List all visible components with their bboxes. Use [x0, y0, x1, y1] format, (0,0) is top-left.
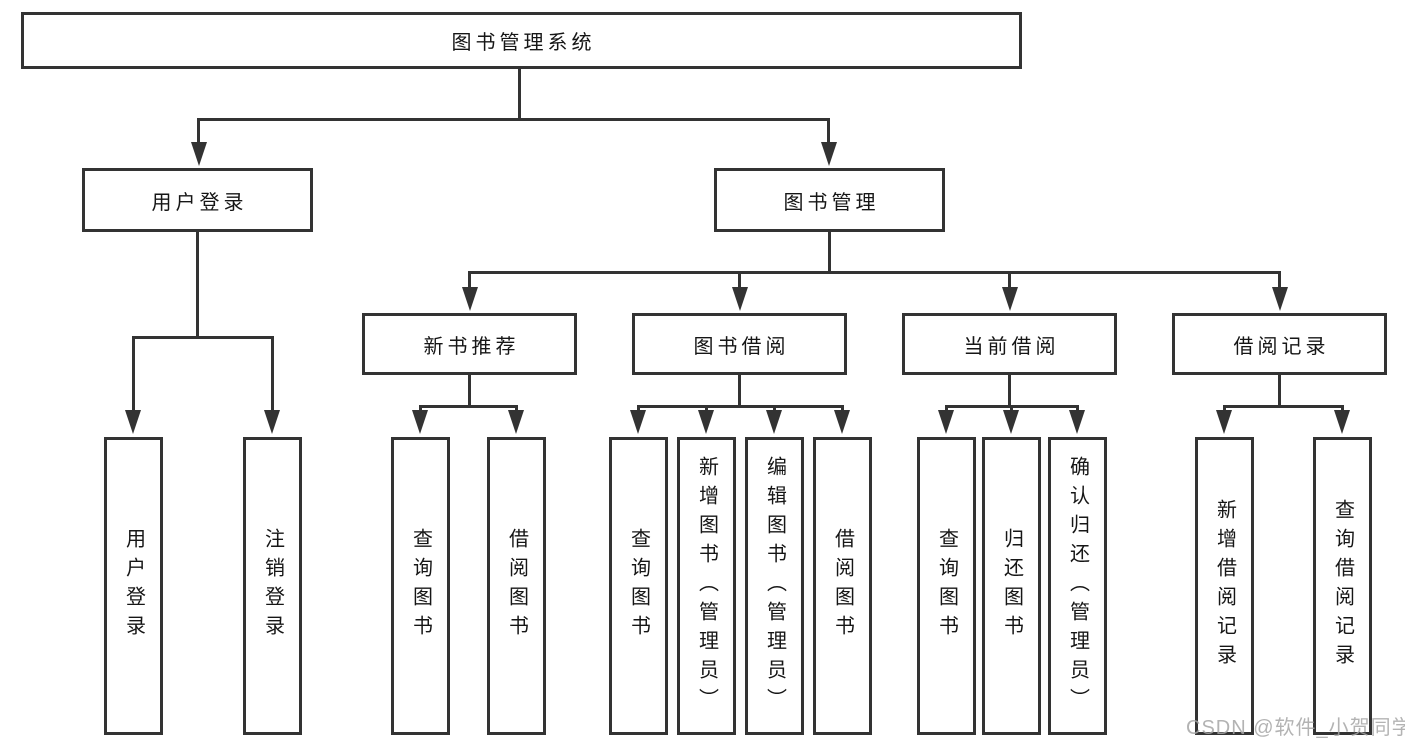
arrow-to-leaf: [1069, 410, 1085, 434]
node-book-mgmt-label: 图书管理: [783, 191, 880, 214]
node-book-borrow: 图书借阅: [632, 313, 847, 375]
connector-current-borrow-drop: [1008, 271, 1011, 290]
connector-borrow-records-drop: [1278, 271, 1281, 290]
arrow-to-leaf: [508, 410, 524, 434]
connector-drop: [705, 405, 708, 412]
connector-level1-rail: [197, 118, 830, 121]
leaf-user-login-label: 用户登录: [122, 528, 145, 644]
connector-drop: [515, 405, 518, 412]
node-root-label: 图书管理系统: [451, 32, 596, 54]
connector-borrow-records-stub: [1278, 373, 1281, 408]
arrow-to-leaf: [1334, 410, 1350, 434]
connector-book-borrow-stub: [738, 373, 741, 408]
leaf-label: 确认归还（管理员）: [1066, 455, 1089, 717]
connector-book-mgmt-drop: [827, 118, 830, 146]
leaf-label: 借阅图书: [505, 528, 528, 644]
node-book-mgmt: 图书管理: [714, 168, 945, 232]
connector-new-books-stub: [468, 373, 471, 408]
leaf-label: 新增借阅记录: [1213, 499, 1236, 673]
leaf-query-books-borrow: 查询图书: [609, 437, 668, 735]
arrow-to-leaf: [1003, 410, 1019, 434]
connector-drop: [945, 405, 948, 412]
arrow-to-leaf: [698, 410, 714, 434]
connector-drop: [1341, 405, 1344, 412]
connector-new-books-drop: [468, 271, 471, 290]
node-root: 图书管理系统: [21, 12, 1022, 69]
node-current-borrow-label: 当前借阅: [963, 335, 1060, 358]
node-user-login: 用户登录: [82, 168, 313, 232]
leaf-label: 新增图书（管理员）: [695, 455, 718, 717]
arrow-to-leaf: [630, 410, 646, 434]
leaf-confirm-return-admin: 确认归还（管理员）: [1048, 437, 1107, 735]
leaf-label: 归还图书: [1000, 528, 1023, 644]
connector-drop: [637, 405, 640, 412]
leaf-edit-books-admin: 编辑图书（管理员）: [745, 437, 804, 735]
leaf-label: 借阅图书: [831, 528, 854, 644]
leaf-return-books: 归还图书: [982, 437, 1041, 735]
connector-leaf-logout-drop: [271, 336, 274, 412]
connector-drop: [841, 405, 844, 412]
connector-drop: [1076, 405, 1079, 412]
connector-drop: [419, 405, 422, 412]
connector-drop: [1010, 405, 1013, 412]
arrow-to-leaf: [1216, 410, 1232, 434]
leaf-label: 查询图书: [935, 528, 958, 644]
connector-user-login-drop: [197, 118, 200, 146]
connector-book-borrow-rail: [637, 405, 844, 408]
arrow-to-book-borrow: [732, 287, 748, 311]
node-user-login-label: 用户登录: [151, 191, 248, 214]
leaf-borrow-books-recommend: 借阅图书: [487, 437, 546, 735]
leaf-label: 编辑图书（管理员）: [763, 455, 786, 717]
connector-borrow-records-rail: [1223, 405, 1344, 408]
arrow-to-leaf-logout: [264, 410, 280, 434]
connector-level2-rail: [468, 271, 1281, 274]
arrow-to-leaf-login: [125, 410, 141, 434]
arrow-to-user-login: [191, 142, 207, 166]
leaf-logout-label: 注销登录: [261, 528, 284, 644]
leaf-label: 查询借阅记录: [1331, 499, 1354, 673]
connector-current-borrow-stub: [1008, 373, 1011, 408]
connector-drop: [773, 405, 776, 412]
arrow-to-book-mgmt: [821, 142, 837, 166]
node-current-borrow: 当前借阅: [902, 313, 1117, 375]
watermark: CSDN @软件_小贺同学: [1186, 717, 1405, 739]
leaf-label: 查询图书: [409, 528, 432, 644]
node-borrow-records: 借阅记录: [1172, 313, 1387, 375]
arrow-to-leaf: [766, 410, 782, 434]
leaf-label: 查询图书: [627, 528, 650, 644]
leaf-query-books-current: 查询图书: [917, 437, 976, 735]
arrow-to-current-borrow: [1002, 287, 1018, 311]
leaf-add-borrow-record: 新增借阅记录: [1195, 437, 1254, 735]
arrow-to-leaf: [412, 410, 428, 434]
connector-book-borrow-drop: [738, 271, 741, 290]
leaf-user-login: 用户登录: [104, 437, 163, 735]
arrow-to-leaf: [834, 410, 850, 434]
arrow-to-borrow-records: [1272, 287, 1288, 311]
leaf-query-books-recommend: 查询图书: [391, 437, 450, 735]
leaf-logout: 注销登录: [243, 437, 302, 735]
connector-leaf-login-drop: [132, 336, 135, 412]
connector-mgmt-branch-stub: [828, 230, 831, 274]
leaf-query-borrow-record: 查询借阅记录: [1313, 437, 1372, 735]
node-new-books-label: 新书推荐: [423, 335, 520, 358]
leaf-borrow-books: 借阅图书: [813, 437, 872, 735]
connector-root-stub: [518, 67, 521, 121]
connector-user-branch-rail: [132, 336, 274, 339]
node-borrow-records-label: 借阅记录: [1233, 335, 1330, 358]
connector-user-branch-stub: [196, 230, 199, 338]
node-new-books: 新书推荐: [362, 313, 577, 375]
arrow-to-leaf: [938, 410, 954, 434]
arrow-to-new-books: [462, 287, 478, 311]
connector-drop: [1223, 405, 1226, 412]
connector-new-books-rail: [419, 405, 518, 408]
leaf-add-books-admin: 新增图书（管理员）: [677, 437, 736, 735]
node-book-borrow-label: 图书借阅: [693, 335, 790, 358]
